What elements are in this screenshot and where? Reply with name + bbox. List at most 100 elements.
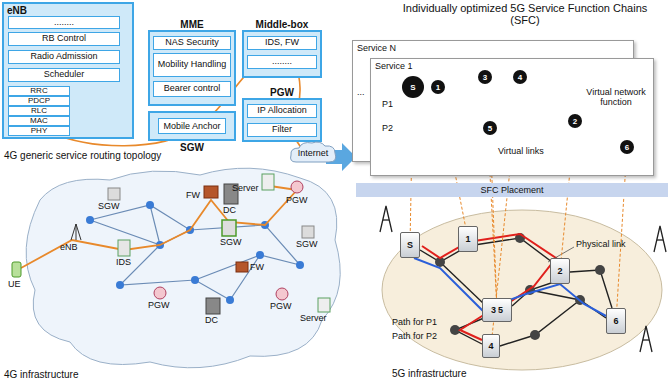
text-label: PGW [148,301,170,311]
node-text: Service 1 [375,61,413,71]
component-panel: Middle-boxIDS, FW........ [242,30,322,78]
vnf-node: 2 [568,114,582,128]
server-node: 4 [482,334,500,358]
node-text: RLC [31,107,47,115]
node-text: 6 [613,316,618,326]
node-text: Filter [272,125,292,134]
node-text: MAC [30,117,48,125]
placement-band: SFC Placement [356,183,668,197]
node-text: 1 [436,83,440,92]
node-text: SFC Placement [477,185,546,195]
protocol-layer: RRC [8,86,70,96]
vnf-node: 4 [513,70,527,84]
text-label: SGW [296,240,318,250]
node-text: 2 [573,117,577,126]
node-text: eNB [7,5,27,16]
anchor-box: Mobile AnchorSGW [148,111,236,141]
server-node: 1 [458,226,478,252]
text-label: UE [8,280,21,290]
vnf-node: 6 [620,140,634,154]
node-text: S [410,83,415,92]
vnf-node: S [402,76,424,98]
function-box: RB Control [8,32,120,46]
node-text: 4 [488,341,493,351]
node-text: Mobile Anchor [158,118,225,134]
function-box: Bearer control [153,81,231,97]
text-label: DC [205,316,218,326]
text-label: Path for P1 [392,318,437,328]
text-label: PGW [286,196,308,206]
text-label: DC [223,206,236,216]
text-label: 4G generic service routing topology [4,150,161,161]
node-text: ........ [272,57,292,66]
function-box: Filter [247,123,317,137]
node-text: RRC [30,87,47,95]
network-cloud [26,168,340,368]
node-text: Radio Admission [30,52,97,61]
text-label: SGW [220,238,242,248]
node-text: 6 [625,143,629,152]
text-label: Individually optimized 5G Service Functi… [400,2,650,26]
physical-links [420,238,612,346]
node-text: PGW [244,87,320,98]
node-text: 2 [557,266,562,276]
text-label: 4G infrastructure [4,369,78,380]
node-text: PDCP [28,97,50,105]
text-label: ... [357,88,365,98]
text-label: FW [186,191,200,201]
text-label: P1 [382,100,393,110]
node-text: MME [150,19,234,30]
protocol-layer: PHY [8,126,70,136]
router-icons [86,201,304,304]
text-label: FW [250,263,264,273]
text-label: eNB [60,243,78,253]
function-box: ........ [8,16,120,29]
text-label: Server [232,184,259,194]
service-panel: Service 1 S 1 3 4 5 2 6 [370,58,654,176]
vnf-node: 5 [483,121,497,135]
node-text: PHY [31,127,47,135]
mapping-line [617,154,627,308]
node-text: NAS Security [165,38,219,47]
protocol-layer: PDCP [8,96,70,106]
tower-icons [380,206,666,352]
component-panel: MMENAS SecurityMobility HandlingBearer c… [148,30,236,106]
component-panel: PGWIP AllocationFilter [242,98,322,142]
function-box: Scheduler [8,68,120,82]
server-node: S [400,232,420,258]
text-label: P2 [382,124,393,134]
path-p1 [422,234,556,340]
node-text: S [407,240,413,250]
node-text: Scheduler [44,70,85,79]
text-label: SGW [98,202,120,212]
protocol-layer: RLC [8,106,70,116]
function-box: Mobility Handling [153,53,231,77]
device-icons [12,174,330,314]
function-box: IP Allocation [247,104,317,118]
text-label: 5G infrastructure [392,368,466,379]
node-text: Service N [357,43,396,53]
node-text: 3 [491,305,496,315]
function-box: ........ [247,55,317,69]
node-text: IP Allocation [257,106,306,115]
node-text: 5 [488,124,492,133]
function-box: Radio Admission [8,50,120,64]
text-label: Virtual links [498,147,544,157]
server-node: 35 [482,298,512,322]
node-text: 3 [483,73,487,82]
infrastructure-area [382,210,662,370]
server-node: 2 [550,258,570,284]
text-label: PGW [270,302,292,312]
vnf-node: 1 [431,80,445,94]
text-label: Virtual network function [586,88,646,108]
node-text: IDS, FW [265,38,299,47]
text-label: Path for P2 [392,332,437,342]
node-text: 4 [518,73,522,82]
text-label: Server [300,314,327,324]
node-text: 1 [465,234,470,244]
node-text: Middle-box [244,19,320,30]
text-label: Physical link [576,240,626,250]
node-text: Internet [298,148,329,158]
node-text: RB Control [42,34,86,43]
node-heading: SGW [150,142,234,153]
